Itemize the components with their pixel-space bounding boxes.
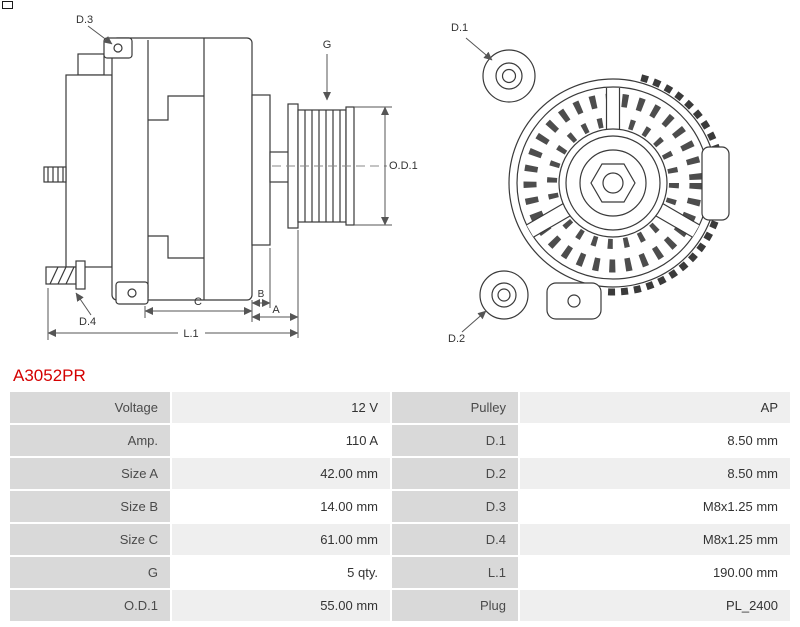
dim-label-d3: D.3 [76, 14, 93, 26]
dim-label-b: B [258, 289, 265, 300]
spec-row: O.D.1 55.00 mm Plug PL_2400 [10, 590, 790, 621]
spec-value-size-a: 42.00 mm [172, 458, 390, 489]
spec-value-size-b: 14.00 mm [172, 491, 390, 522]
spec-label-size-c: Size C [10, 524, 170, 555]
spec-value-d4: M8x1.25 mm [520, 524, 790, 555]
shaft [269, 151, 291, 183]
mounting-bolt [45, 266, 77, 285]
spec-label-d4: D.4 [392, 524, 518, 555]
spec-value-voltage: 12 V [172, 392, 390, 423]
spec-value-l1: 190.00 mm [520, 557, 790, 588]
stud-terminal [43, 166, 67, 183]
side-view-dimensions: D.3 D.4 G O.D.1 C B [47, 14, 423, 340]
spec-label-amp: Amp. [10, 425, 170, 456]
part-number: A3052PR [13, 366, 86, 385]
dim-label-d2: D.2 [448, 333, 465, 345]
drive-end-bracket [251, 94, 271, 246]
spec-row: Amp. 110 A D.1 8.50 mm [10, 425, 790, 456]
vent-slots-outer [523, 93, 703, 273]
spec-value-g: 5 qty. [172, 557, 390, 588]
spec-label-l1: L.1 [392, 557, 518, 588]
terminal-block [77, 53, 105, 76]
spec-label-od1: O.D.1 [10, 590, 170, 621]
spec-label-plug: Plug [392, 590, 518, 621]
spec-value-d1: 8.50 mm [520, 425, 790, 456]
spec-label-size-b: Size B [10, 491, 170, 522]
spec-label-voltage: Voltage [10, 392, 170, 423]
rear-housing [65, 74, 113, 268]
spec-value-pulley: AP [520, 392, 790, 423]
dim-label-d1: D.1 [451, 22, 468, 34]
side-tab [701, 146, 730, 221]
spec-row: Size C 61.00 mm D.4 M8x1.25 mm [10, 524, 790, 555]
spec-label-d1: D.1 [392, 425, 518, 456]
spec-value-amp: 110 A [172, 425, 390, 456]
dim-label-a: A [272, 304, 280, 316]
spec-row: Voltage 12 V Pulley AP [10, 392, 790, 423]
dim-label-d4: D.4 [79, 316, 96, 328]
spec-value-od1: 55.00 mm [172, 590, 390, 621]
dim-label-od1: O.D.1 [389, 160, 418, 172]
spec-label-pulley: Pulley [392, 392, 518, 423]
spec-row: G 5 qty. L.1 190.00 mm [10, 557, 790, 588]
spec-value-d3: M8x1.25 mm [520, 491, 790, 522]
spec-label-g: G [10, 557, 170, 588]
stator-body [111, 37, 253, 301]
spec-label-d2: D.2 [392, 458, 518, 489]
vent-slots-inner [547, 117, 679, 249]
dim-label-g: G [323, 39, 332, 51]
dim-label-l1: L.1 [183, 328, 198, 340]
alternator-front-view: D.1 D.2 [448, 22, 730, 345]
spec-label-d3: D.3 [392, 491, 518, 522]
technical-drawing: D.3 D.4 G O.D.1 C B [43, 14, 730, 345]
spec-label-size-a: Size A [10, 458, 170, 489]
spec-row: Size B 14.00 mm D.3 M8x1.25 mm [10, 491, 790, 522]
pulley-hub [558, 128, 668, 238]
spec-row: Size A 42.00 mm D.2 8.50 mm [10, 458, 790, 489]
spec-value-plug: PL_2400 [520, 590, 790, 621]
alternator-side-view [43, 37, 420, 305]
page-corner-artifact [2, 1, 13, 9]
spec-value-size-c: 61.00 mm [172, 524, 390, 555]
dim-label-c: C [194, 296, 202, 308]
spec-value-d2: 8.50 mm [520, 458, 790, 489]
specs-table: Voltage 12 V Pulley AP Amp. 110 A D.1 8.… [8, 390, 792, 623]
